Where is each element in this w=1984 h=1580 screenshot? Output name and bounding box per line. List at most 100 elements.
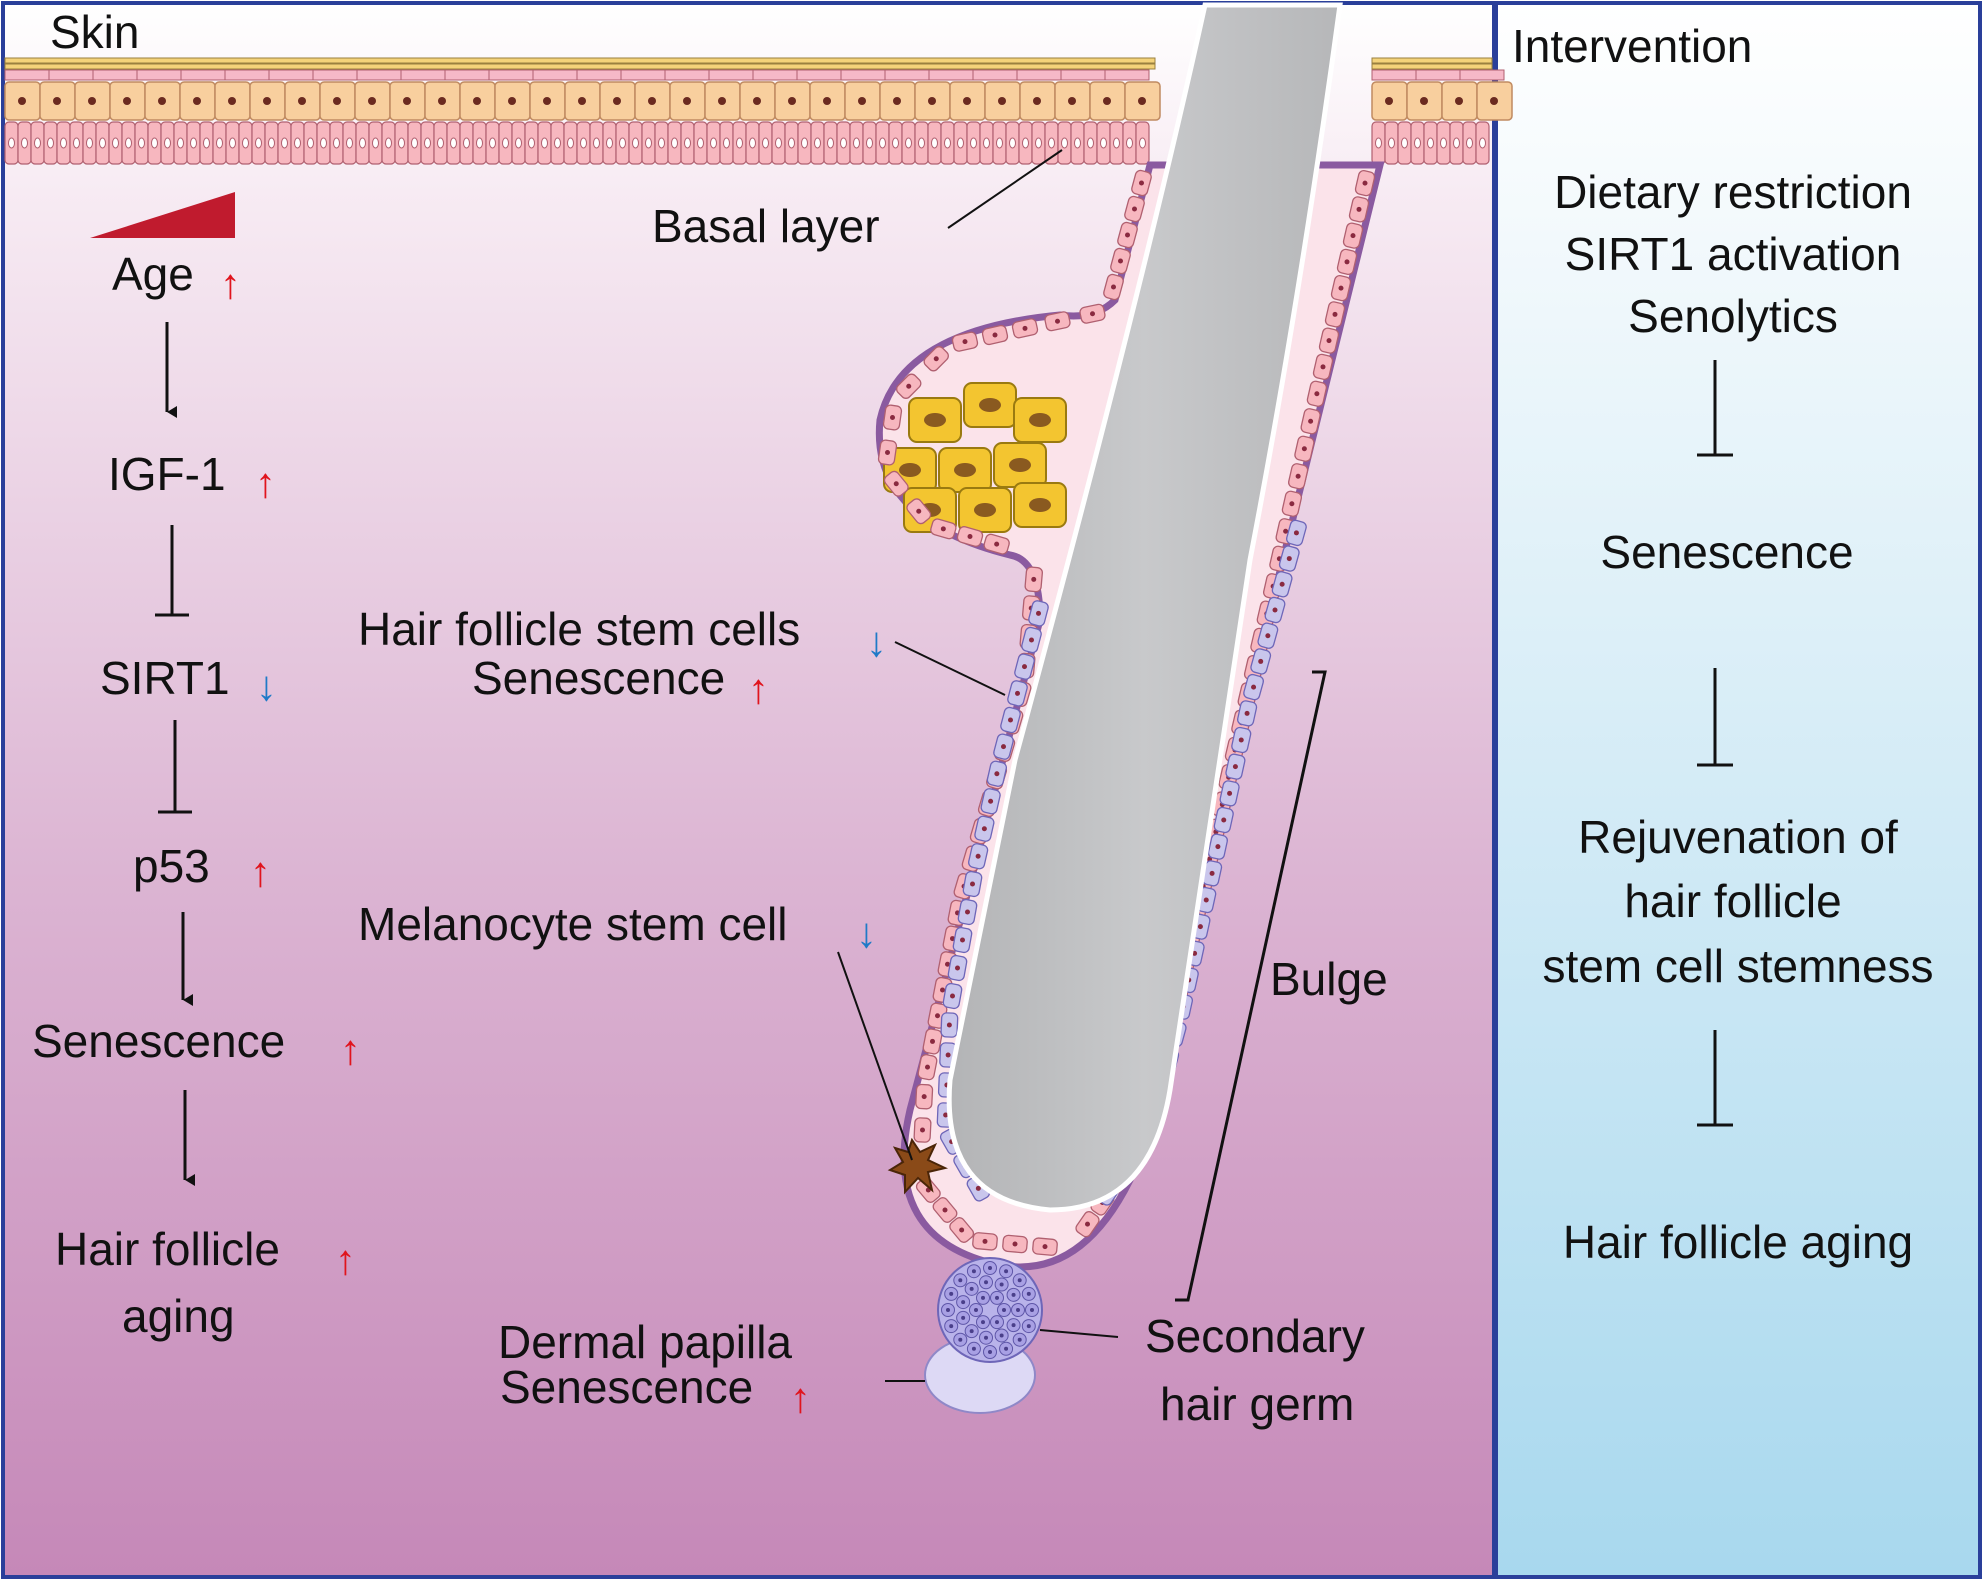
cell-nucleus bbox=[905, 137, 912, 149]
cell-nucleus bbox=[683, 97, 691, 105]
aging-label: Hair follicle bbox=[55, 1223, 280, 1275]
cell-nucleus bbox=[255, 137, 262, 149]
cell-nucleus bbox=[736, 137, 743, 149]
cell-nucleus bbox=[281, 137, 288, 149]
cell-nucleus bbox=[1388, 137, 1395, 149]
cell-nucleus bbox=[320, 137, 327, 149]
cell-nucleus bbox=[933, 356, 939, 362]
cell-nucleus bbox=[981, 1320, 985, 1325]
cell-nucleus bbox=[1017, 1278, 1022, 1283]
cell-nucleus bbox=[1385, 97, 1393, 105]
senescence-label: Senescence bbox=[32, 1015, 285, 1067]
cell-nucleus bbox=[995, 1295, 999, 1300]
cell-nucleus bbox=[228, 97, 236, 105]
cell-nucleus bbox=[1103, 97, 1111, 105]
rejuvenation-label-1: Rejuvenation of bbox=[1578, 811, 1898, 863]
hfsc-down-arrow: ↓ bbox=[866, 618, 887, 665]
cell-nucleus bbox=[823, 97, 831, 105]
cell-nucleus bbox=[450, 137, 457, 149]
intervention-sirt1-activation: SIRT1 activation bbox=[1565, 228, 1902, 280]
cell-nucleus bbox=[508, 97, 516, 105]
cell-nucleus bbox=[916, 508, 922, 514]
basal-layer-pointer bbox=[947, 149, 1063, 229]
cell-nucleus bbox=[984, 1335, 989, 1340]
cell-nucleus bbox=[920, 1127, 925, 1133]
cell-nucleus bbox=[945, 1052, 951, 1058]
cell-nucleus bbox=[1258, 658, 1264, 664]
sebocyte-nucleus bbox=[1029, 498, 1051, 512]
cell-nucleus bbox=[1004, 1269, 1009, 1274]
igf1-up-arrow: ↑ bbox=[255, 459, 276, 506]
cell-nucleus bbox=[957, 137, 964, 149]
stratum-corneum bbox=[4, 63, 1156, 70]
cell-nucleus bbox=[1085, 1221, 1090, 1227]
cell-nucleus bbox=[946, 1308, 950, 1312]
cell-nucleus bbox=[1011, 1292, 1016, 1297]
hfsc-pointer bbox=[894, 641, 1006, 696]
senescence-up-arrow: ↑ bbox=[340, 1026, 361, 1073]
melanocyte-stem-cell bbox=[887, 1137, 949, 1195]
cell-nucleus bbox=[1326, 338, 1332, 344]
intervention-panel: Intervention Dietary restriction SIRT1 a… bbox=[1512, 20, 1934, 1268]
cell-nucleus bbox=[1009, 137, 1016, 149]
cell-nucleus bbox=[1301, 446, 1307, 452]
cell-nucleus bbox=[961, 1315, 966, 1320]
hfsc-label: Hair follicle stem cells bbox=[358, 603, 800, 655]
granular-cell bbox=[224, 69, 270, 81]
cell-nucleus bbox=[921, 1094, 927, 1100]
cell-nucleus bbox=[949, 1291, 954, 1296]
granular-cell bbox=[620, 69, 666, 81]
cell-nucleus bbox=[1227, 790, 1233, 796]
cell-nucleus bbox=[1289, 501, 1295, 507]
dermal-papilla-label: Dermal papilla bbox=[498, 1316, 792, 1368]
cell-nucleus bbox=[229, 137, 236, 149]
stratum-corneum bbox=[4, 57, 1156, 64]
cell-nucleus bbox=[710, 137, 717, 149]
cell-nucleus bbox=[981, 1295, 985, 1300]
intervention-title: Intervention bbox=[1512, 20, 1752, 72]
p53-up-arrow: ↑ bbox=[250, 848, 271, 895]
cell-nucleus bbox=[1055, 318, 1060, 324]
cell-nucleus bbox=[885, 450, 890, 455]
cell-nucleus bbox=[960, 937, 965, 943]
cell-nucleus bbox=[1332, 311, 1338, 317]
cell-nucleus bbox=[671, 137, 678, 149]
cell-nucleus bbox=[983, 137, 990, 149]
cell-nucleus bbox=[971, 1269, 976, 1274]
cell-nucleus bbox=[940, 526, 946, 532]
granular-cell bbox=[48, 69, 94, 81]
secondary-germ-pointer bbox=[1039, 1329, 1119, 1338]
cell-nucleus bbox=[177, 137, 184, 149]
cell-nucleus bbox=[1215, 844, 1221, 850]
cell-nucleus bbox=[1132, 206, 1137, 212]
cell-nucleus bbox=[866, 137, 873, 149]
cell-nucleus bbox=[944, 137, 951, 149]
cell-nucleus bbox=[1420, 97, 1428, 105]
cell-nucleus bbox=[1031, 576, 1037, 582]
cell-nucleus bbox=[1209, 870, 1215, 876]
granular-cell bbox=[796, 69, 842, 81]
cell-nucleus bbox=[1048, 137, 1055, 149]
cell-nucleus bbox=[955, 965, 960, 971]
granular-cell bbox=[928, 69, 974, 81]
cell-nucleus bbox=[930, 1038, 935, 1044]
aging-label-2: aging bbox=[122, 1290, 235, 1342]
cell-nucleus bbox=[190, 137, 197, 149]
cell-nucleus bbox=[632, 137, 639, 149]
cell-nucleus bbox=[945, 961, 950, 967]
granular-cell bbox=[1459, 69, 1505, 81]
cell-nucleus bbox=[619, 137, 626, 149]
cell-nucleus bbox=[645, 137, 652, 149]
secondary-hair-germ-cells bbox=[941, 1261, 1039, 1359]
cell-nucleus bbox=[541, 137, 548, 149]
cell-nucleus bbox=[298, 97, 306, 105]
granular-cell bbox=[972, 69, 1018, 81]
melanocyte-down-arrow: ↓ bbox=[856, 909, 877, 956]
cell-nucleus bbox=[858, 97, 866, 105]
cell-nucleus bbox=[151, 137, 158, 149]
cell-nucleus bbox=[814, 137, 821, 149]
cell-nucleus bbox=[967, 534, 973, 539]
cell-nucleus bbox=[1232, 764, 1238, 770]
cell-nucleus bbox=[294, 137, 301, 149]
cell-nucleus bbox=[988, 1266, 992, 1270]
